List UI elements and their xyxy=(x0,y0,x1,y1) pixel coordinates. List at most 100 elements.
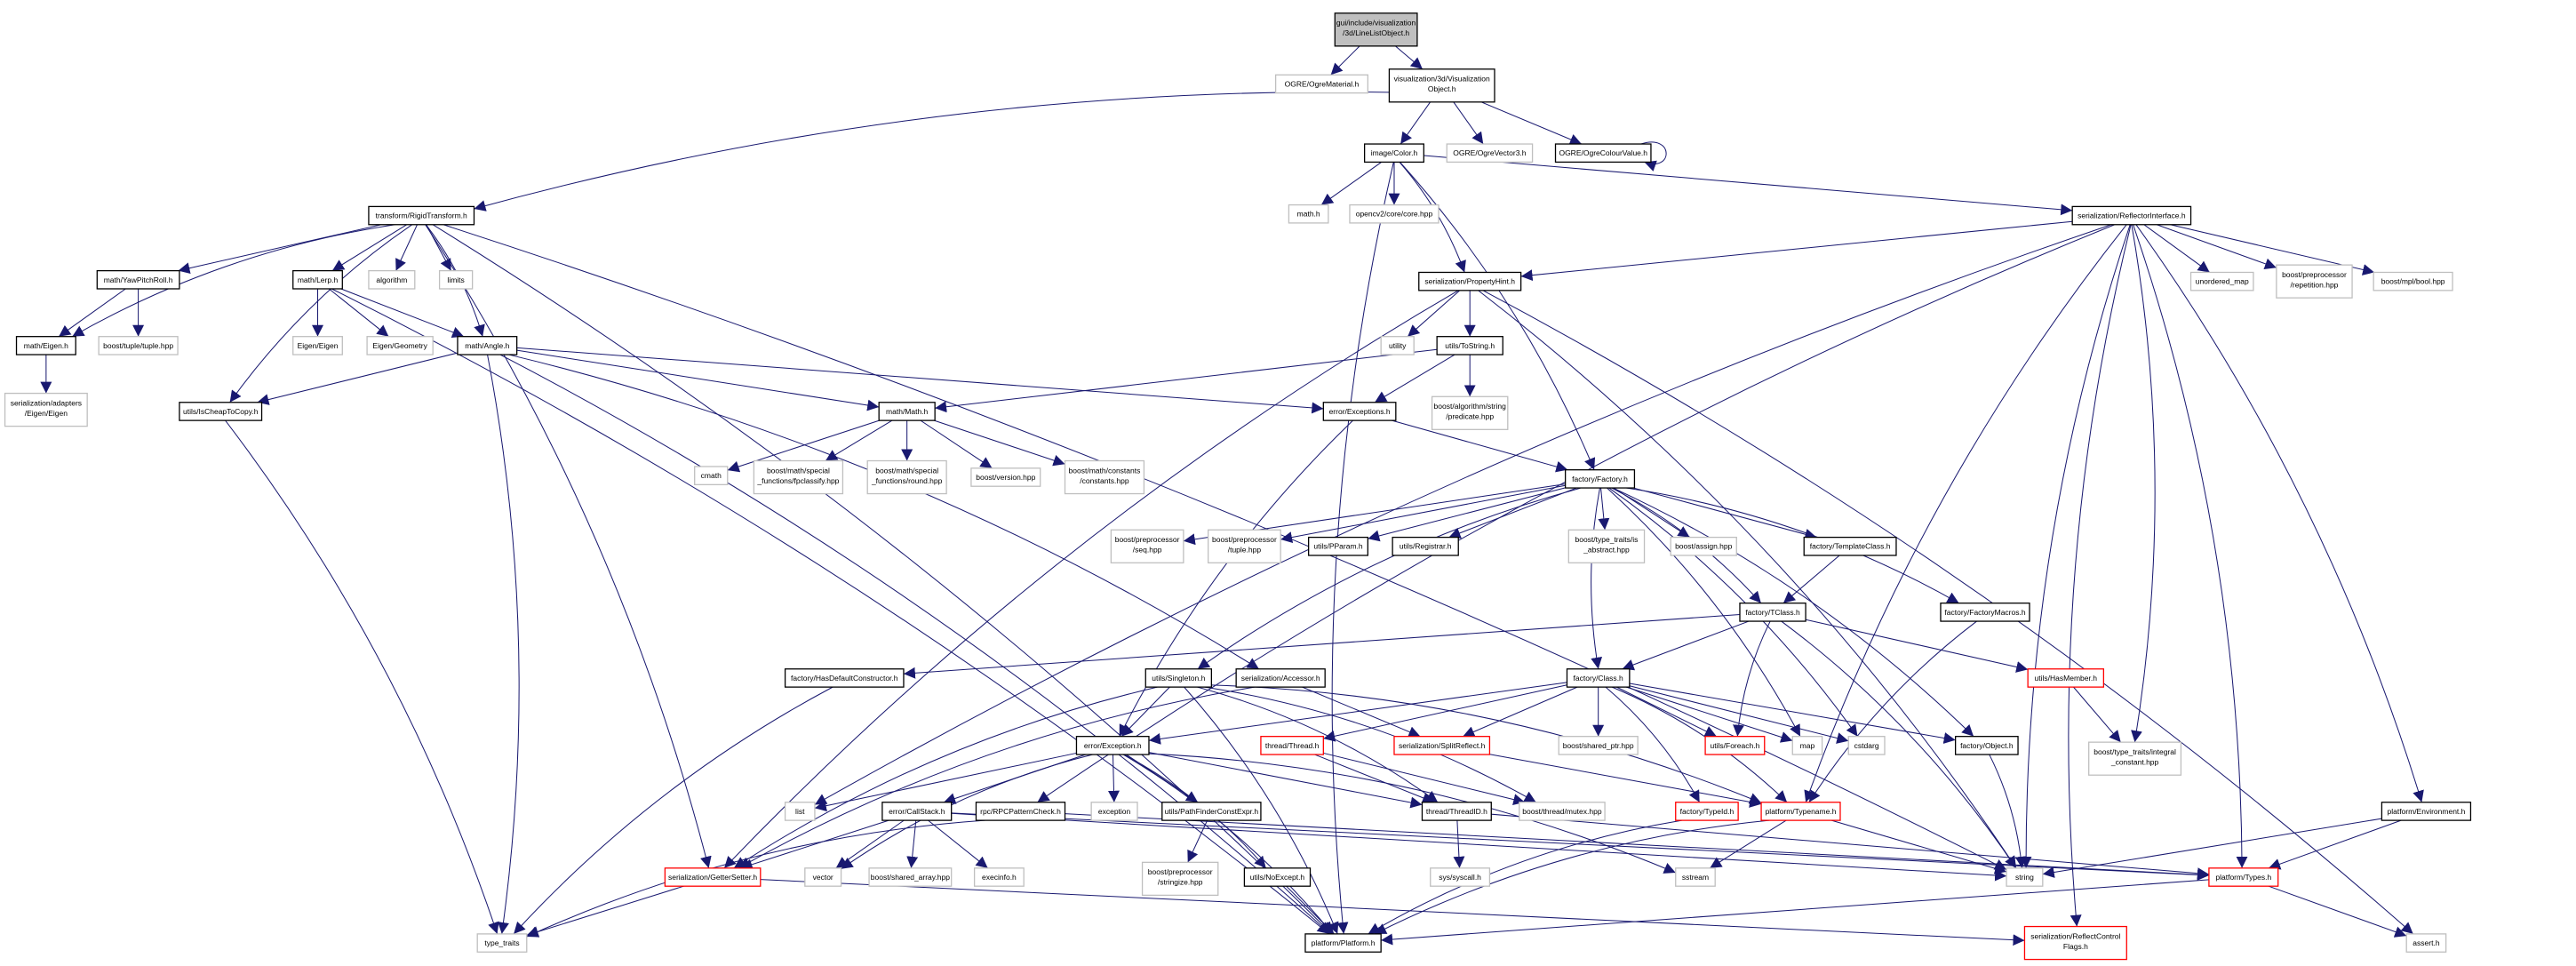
node-umap[interactable]: unordered_map xyxy=(2189,271,2254,291)
node-stringize[interactable]: boost/preprocessor/stringize.hpp xyxy=(1141,861,1219,897)
node-exceptions[interactable]: error/Exceptions.h xyxy=(1322,402,1397,421)
node-registrar[interactable]: utils/Registrar.h xyxy=(1392,536,1459,556)
node-mathh[interactable]: math.h xyxy=(1288,204,1329,224)
node-label: boost/algorithm/string xyxy=(1434,402,1507,411)
node-tostring[interactable]: utils/ToString.h xyxy=(1436,336,1503,355)
node-cmath[interactable]: cmath xyxy=(694,466,729,485)
node-getset[interactable]: serialization/GetterSetter.h xyxy=(664,867,762,887)
dependency-edge-rigid-to-algorithm xyxy=(395,224,418,271)
node-box xyxy=(1393,736,1491,755)
node-isabstract[interactable]: boost/type_traits/is_abstract.hpp xyxy=(1567,529,1646,563)
dependency-edge-prophint-to-assert xyxy=(1482,290,2414,935)
node-thread[interactable]: thread/Thread.h xyxy=(1260,736,1324,755)
node-rpc[interactable]: rpc/RPCPatternCheck.h xyxy=(975,802,1066,821)
node-typetraits[interactable]: type_traits xyxy=(476,933,528,953)
node-cstdarg[interactable]: cstdarg xyxy=(1847,736,1886,755)
node-mutex[interactable]: boost/thread/mutex.hpp xyxy=(1519,802,1606,821)
node-hasdefault[interactable]: factory/HasDefaultConstructor.h xyxy=(784,668,905,688)
node-sstream[interactable]: sstream xyxy=(1675,867,1716,887)
node-eigengeo[interactable]: Eigen/Geometry xyxy=(366,336,434,355)
node-round[interactable]: boost/math/special_functions/round.hpp xyxy=(866,459,947,495)
node-label: utils/NoExcept.h xyxy=(1250,873,1305,882)
node-cheap[interactable]: utils/IsCheapToCopy.h xyxy=(179,402,263,421)
node-label: boost/type_traits/is xyxy=(1575,535,1638,544)
dependency-edge-templateclass-to-tclass xyxy=(1782,555,1840,604)
node-label: utils/Singleton.h xyxy=(1152,674,1205,683)
node-factorymacros[interactable]: factory/FactoryMacros.h xyxy=(1940,603,2030,622)
node-eigeneigen[interactable]: Eigen/Eigen xyxy=(292,336,343,355)
node-syscall[interactable]: sys/syscall.h xyxy=(1430,867,1491,887)
node-stdexception[interactable]: exception xyxy=(1090,802,1138,821)
node-refl[interactable]: serialization/ReflectorInterface.h xyxy=(2071,205,2192,226)
node-list[interactable]: list xyxy=(784,802,816,821)
node-box xyxy=(878,402,936,421)
node-types[interactable]: platform/Types.h xyxy=(2208,867,2279,887)
node-tclass[interactable]: factory/TClass.h xyxy=(1739,603,1806,622)
node-singleton[interactable]: utils/Singleton.h xyxy=(1144,668,1213,688)
node-mplbool[interactable]: boost/mpl/bool.hpp xyxy=(2373,271,2453,291)
node-assert[interactable]: assert.h xyxy=(2405,933,2447,953)
node-templateclass[interactable]: factory/TemplateClass.h xyxy=(1803,536,1897,556)
node-platform[interactable]: platform/Platform.h xyxy=(1304,933,1382,953)
node-typename[interactable]: platform/Typename.h xyxy=(1760,802,1841,821)
node-assign[interactable]: boost/assign.hpp xyxy=(1670,536,1737,556)
node-ogremat[interactable]: OGRE/OgreMaterial.h xyxy=(1274,74,1368,94)
node-exception[interactable]: error/Exception.h xyxy=(1075,736,1150,755)
node-limits[interactable]: limits xyxy=(438,269,474,290)
node-classh[interactable]: factory/Class.h xyxy=(1566,668,1631,688)
node-vector[interactable]: vector xyxy=(804,867,842,887)
node-noexcept[interactable]: utils/NoExcept.h xyxy=(1243,867,1312,887)
node-rigid[interactable]: transform/RigidTransform.h xyxy=(368,205,475,226)
node-box xyxy=(368,269,416,290)
node-ogrecol[interactable]: OGRE/OgreColourValue.h xyxy=(1554,143,1652,164)
node-eigenh[interactable]: math/Eigen.h xyxy=(15,336,76,355)
node-factory[interactable]: factory/Factory.h xyxy=(1564,469,1636,489)
node-utility[interactable]: utility xyxy=(1380,336,1415,355)
node-environment[interactable]: platform/Environment.h xyxy=(2381,802,2472,821)
node-pptuple[interactable]: boost/preprocessor/tuple.hpp xyxy=(1208,529,1281,563)
node-box xyxy=(1418,271,1522,291)
node-label: Flags.h xyxy=(2063,942,2088,951)
node-string[interactable]: string xyxy=(2006,867,2044,887)
node-algorithm[interactable]: algorithm xyxy=(368,269,416,290)
node-pathfinder[interactable]: utils/PathFinderConstExpr.h xyxy=(1161,802,1262,821)
node-color[interactable]: image/Color.h xyxy=(1363,143,1424,164)
node-accessor[interactable]: serialization/Accessor.h xyxy=(1235,668,1326,688)
node-root[interactable]: gui/include/visualization/3d/LineListObj… xyxy=(1334,12,1418,47)
node-angle[interactable]: math/Angle.h xyxy=(457,336,518,355)
node-pparam[interactable]: utils/PParam.h xyxy=(1308,536,1368,556)
node-seq[interactable]: boost/preprocessor/seq.hpp xyxy=(1110,529,1184,563)
node-predicate[interactable]: boost/algorithm/string/predicate.hpp xyxy=(1431,395,1509,430)
node-ypr[interactable]: math/YawPitchRoll.h xyxy=(96,269,180,290)
node-sharedptr[interactable]: boost/shared_ptr.hpp xyxy=(1558,736,1639,755)
node-foreach[interactable]: utils/Foreach.h xyxy=(1704,736,1766,755)
node-version[interactable]: boost/version.hpp xyxy=(970,467,1041,487)
node-prophint[interactable]: serialization/PropertyHint.h xyxy=(1418,271,1522,291)
node-lerp[interactable]: math/Lerp.h xyxy=(292,269,343,290)
node-label: string xyxy=(2015,873,2034,882)
node-tuplehpp[interactable]: boost/tuple/tuple.hpp xyxy=(98,336,179,355)
node-sharedarray[interactable]: boost/shared_array.hpp xyxy=(868,867,953,887)
dependency-edge-angle-to-typetraits xyxy=(487,354,520,934)
node-map[interactable]: map xyxy=(1791,736,1823,755)
node-splitreflect[interactable]: serialization/SplitReflect.h xyxy=(1393,736,1491,755)
node-typeid[interactable]: factory/TypeId.h xyxy=(1675,802,1739,821)
node-object[interactable]: factory/Object.h xyxy=(1954,736,2019,755)
node-ogrevec[interactable]: OGRE/OgreVector3.h xyxy=(1446,143,1534,164)
node-repetition[interactable]: boost/preprocessor/repetition.hpp xyxy=(2276,264,2353,299)
node-callstack[interactable]: error/CallStack.h xyxy=(881,802,953,821)
dependency-edge-factory-to-templateclass xyxy=(1633,487,1817,540)
node-integral[interactable]: boost/type_traits/integral_constant.hpp xyxy=(2088,741,2182,776)
node-fpclassify[interactable]: boost/math/special_functions/fpclassify.… xyxy=(753,459,844,495)
node-hasmember[interactable]: utils/HasMember.h xyxy=(2027,668,2105,688)
node-mathmath[interactable]: math/Math.h xyxy=(878,402,936,421)
node-opencv[interactable]: opencv2/core/core.hpp xyxy=(1349,204,1440,224)
node-execinfo[interactable]: execinfo.h xyxy=(973,867,1025,887)
node-label: OGRE/OgreVector3.h xyxy=(1453,148,1526,157)
node-adapters[interactable]: serialization/adapters/Eigen/Eigen xyxy=(4,392,88,427)
node-threadid[interactable]: thread/ThreadID.h xyxy=(1421,802,1492,821)
node-constants[interactable]: boost/math/constants/constants.hpp xyxy=(1064,459,1145,495)
